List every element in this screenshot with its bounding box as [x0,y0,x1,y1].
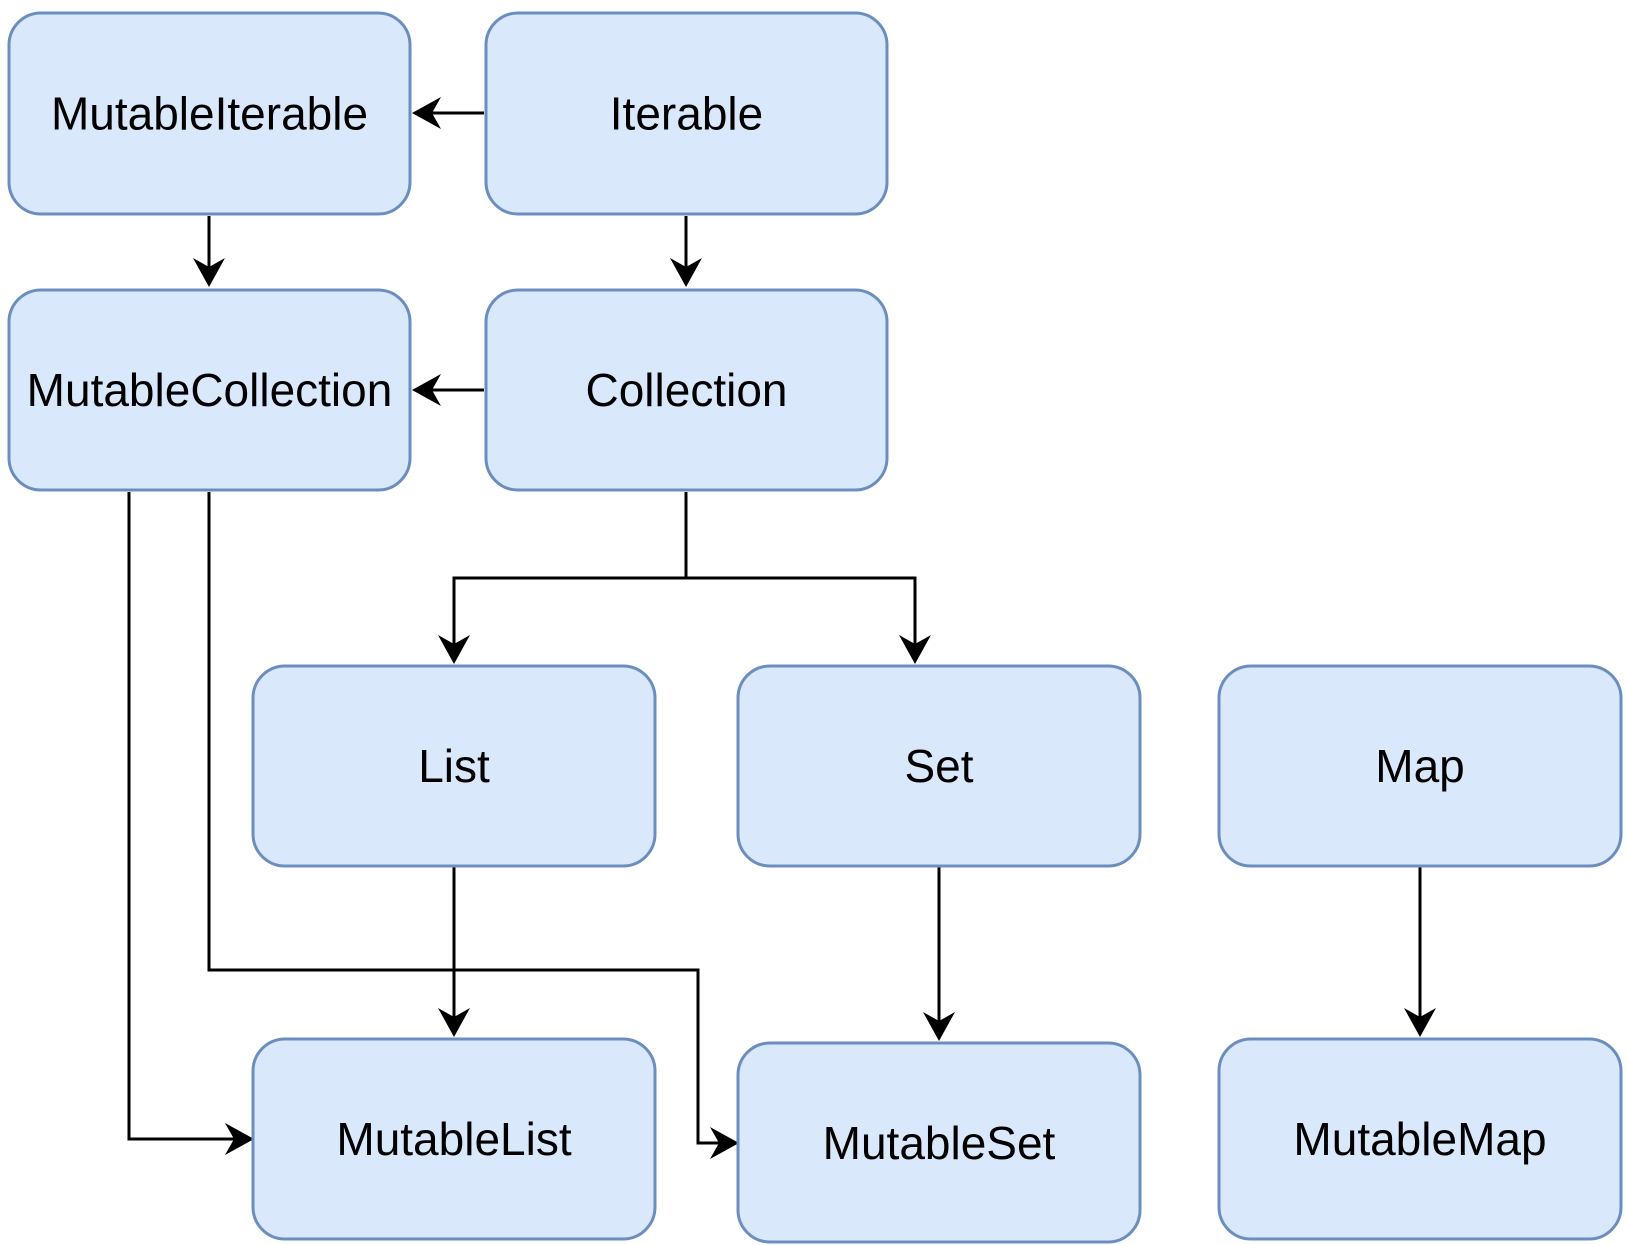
node-mutable-list: MutableList [251,1037,657,1241]
node-label: MutableSet [823,1117,1056,1169]
node-mutable-map: MutableMap [1217,1037,1623,1241]
edge-mutable-collection-to-mutable-set [207,492,739,1159]
edge-list-to-mutable-list [438,866,470,1037]
node-set: Set [736,664,1142,868]
node-label: Collection [586,364,788,416]
node-mutable-set: MutableSet [736,1041,1142,1244]
edge-collection-to-mutable-collection [412,374,484,406]
node-label: MutableIterable [51,88,368,140]
node-label: Set [904,740,973,792]
edge-set-to-mutable-set [923,866,955,1041]
edge-collection-to-list [438,492,688,664]
node-label: MutableList [336,1113,571,1165]
node-label: MutableCollection [27,364,393,416]
node-list: List [251,664,657,868]
node-label: Iterable [610,88,763,140]
node-mutable-collection: MutableCollection [7,288,412,492]
node-label: Map [1375,740,1464,792]
edge-iterable-to-collection [670,216,702,287]
edge-mutable-iterable-to-mutable-collection [193,216,225,287]
node-iterable: Iterable [484,11,889,216]
edge-map-to-mutable-map [1404,866,1436,1037]
node-mutable-iterable: MutableIterable [7,11,412,216]
edge-collection-to-set [686,576,931,664]
edge-iterable-to-mutable-iterable [412,97,484,129]
node-label: MutableMap [1293,1113,1546,1165]
node-label: List [418,740,490,792]
edge-mutable-collection-to-mutable-list [127,492,254,1155]
node-collection: Collection [484,288,889,492]
node-map: Map [1217,664,1623,868]
